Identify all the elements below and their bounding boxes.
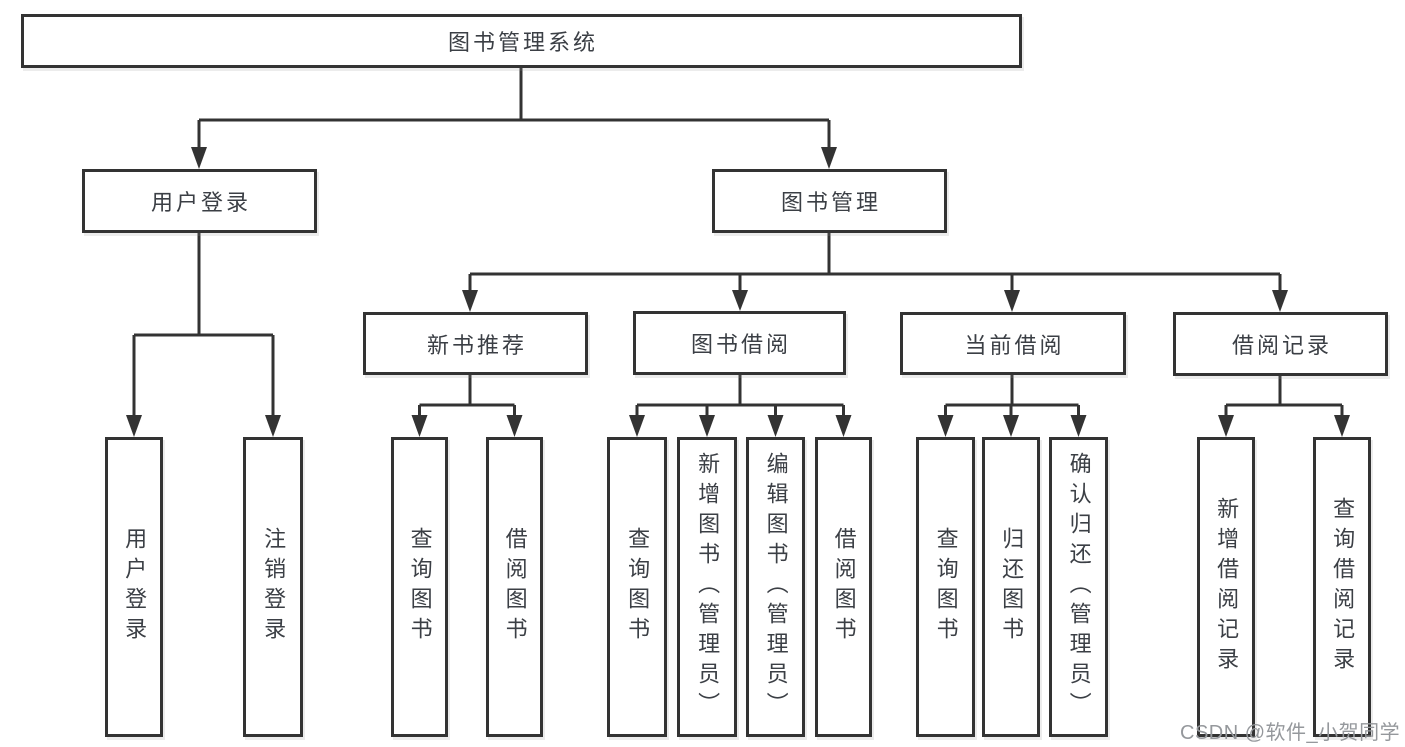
leaf-label: 归还图书 bbox=[999, 527, 1025, 647]
node-user-login: 用户登录 bbox=[82, 169, 317, 233]
leaf-user-login: 用户登录 bbox=[105, 437, 163, 737]
leaf-logout: 注销登录 bbox=[243, 437, 303, 737]
node-borrowing-records: 借阅记录 bbox=[1173, 312, 1388, 376]
leaf-label: 注销登录 bbox=[261, 527, 287, 647]
leaf-query-books-current: 查询图书 bbox=[916, 437, 975, 737]
node-label: 用户登录 bbox=[150, 190, 251, 215]
leaf-confirm-return-admin: 确认归还（管理员） bbox=[1049, 437, 1108, 737]
node-book-borrowing: 图书借阅 bbox=[633, 311, 846, 375]
leaf-label: 查询图书 bbox=[933, 527, 959, 647]
leaf-return-books: 归还图书 bbox=[982, 437, 1040, 737]
node-label: 新书推荐 bbox=[426, 332, 527, 358]
leaf-edit-book-admin: 编辑图书（管理员） bbox=[746, 437, 805, 737]
leaf-label: 用户登录 bbox=[122, 527, 148, 647]
node-current-borrowing: 当前借阅 bbox=[900, 312, 1126, 375]
leaf-label: 确认归还（管理员） bbox=[1066, 452, 1092, 722]
node-label: 借阅记录 bbox=[1231, 333, 1332, 358]
node-library-management-system: 图书管理系统 bbox=[21, 14, 1022, 68]
node-new-book-recommendation: 新书推荐 bbox=[363, 312, 588, 375]
leaf-add-book-admin: 新增图书（管理员） bbox=[677, 437, 737, 737]
leaf-label: 查询借阅记录 bbox=[1330, 497, 1356, 677]
leaf-label: 新增借阅记录 bbox=[1214, 497, 1240, 677]
csdn-watermark: CSDN @软件_小贺同学 bbox=[1180, 722, 1401, 744]
leaf-label: 查询图书 bbox=[625, 527, 651, 647]
leaf-borrow-books-recommend: 借阅图书 bbox=[486, 437, 543, 737]
leaf-borrow-books-borrowing: 借阅图书 bbox=[815, 437, 872, 737]
node-book-management: 图书管理 bbox=[712, 169, 947, 233]
node-label: 图书管理 bbox=[780, 190, 881, 215]
node-label: 图书管理系统 bbox=[447, 30, 598, 55]
leaf-label: 查询图书 bbox=[407, 527, 433, 647]
leaf-query-borrow-record: 查询借阅记录 bbox=[1313, 437, 1371, 737]
leaf-query-books-borrowing: 查询图书 bbox=[607, 437, 667, 737]
node-label: 图书借阅 bbox=[690, 332, 791, 357]
leaf-add-borrow-record: 新增借阅记录 bbox=[1197, 437, 1255, 737]
leaf-label: 借阅图书 bbox=[831, 527, 857, 647]
leaf-query-books-recommend: 查询图书 bbox=[391, 437, 448, 737]
leaf-label: 新增图书（管理员） bbox=[695, 452, 721, 722]
leaf-label: 借阅图书 bbox=[502, 527, 528, 647]
leaf-label: 编辑图书（管理员） bbox=[763, 452, 789, 722]
node-label: 当前借阅 bbox=[964, 332, 1065, 358]
